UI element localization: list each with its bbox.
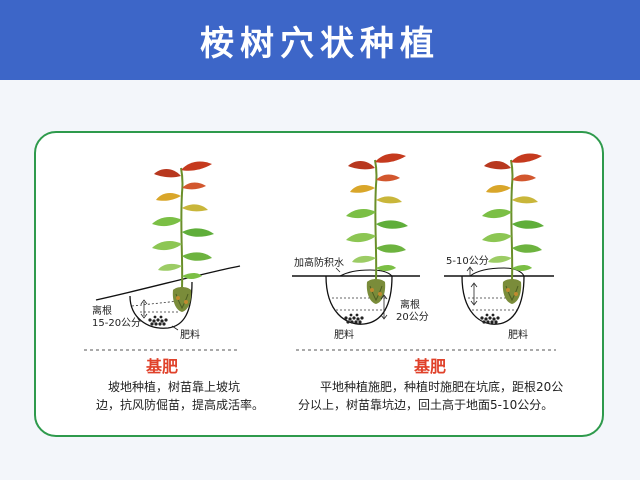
right-pit [461, 275, 525, 325]
gap-label: 5-10公分 [446, 255, 489, 267]
right-seedling-icon [481, 152, 545, 305]
middle-seedling-icon [345, 152, 409, 305]
right-heading: 基肥 [413, 357, 446, 376]
flat-mound-planting-diagram: 5-10公分 肥料 [444, 152, 554, 341]
middle-pit [325, 275, 393, 325]
right-desc-line-1: 平地种植施肥，种植时施肥在坑底，距根20公 [320, 380, 564, 394]
left-desc-line-1: 坡地种植，树苗靠上坡坑 [108, 380, 241, 394]
slope-planting-diagram: 离根 15-20公分 肥料 基肥 [84, 160, 241, 376]
left-desc-line-2: 边，抗风防倔苗，提高成活率。 [96, 398, 265, 412]
right-desc-line-2: 分以上，树苗靠坑边，回土高于地面5-10公分。 [298, 398, 554, 412]
slope-ground-line [95, 265, 241, 301]
left-depth-label-1: 离根 [92, 304, 112, 317]
left-heading: 基肥 [145, 357, 178, 376]
middle-depth-label-1: 离根 [400, 298, 420, 311]
left-fertilizer-label: 肥料 [180, 328, 200, 341]
left-depth-label-2: 15-20公分 [92, 317, 141, 329]
middle-depth-label-2: 20公分 [396, 311, 429, 323]
left-description: 坡地种植，树苗靠上坡坑 边，抗风防倔苗，提高成活率。 [96, 378, 264, 414]
title-banner: 桉树穴状种植 [0, 0, 640, 80]
right-description: 平地种植施肥，种植时施肥在坑底，距根20公 分以上，树苗靠坑边，回土高于地面5-… [298, 378, 563, 414]
middle-fertilizer-icon [344, 313, 364, 324]
right-fertilizer-label: 肥料 [508, 328, 528, 341]
middle-fertilizer-label: 肥料 [334, 328, 354, 341]
left-seedling-icon [151, 160, 215, 313]
left-fertilizer-icon [148, 315, 168, 326]
flat-raised-planting-diagram: 加高防积水 离根 20公分 肥料 [292, 152, 429, 341]
left-pit [129, 281, 193, 329]
right-fertilizer-icon [480, 313, 500, 324]
raise-label: 加高防积水 [294, 256, 344, 269]
page-title: 桉树穴状种植 [200, 23, 440, 64]
